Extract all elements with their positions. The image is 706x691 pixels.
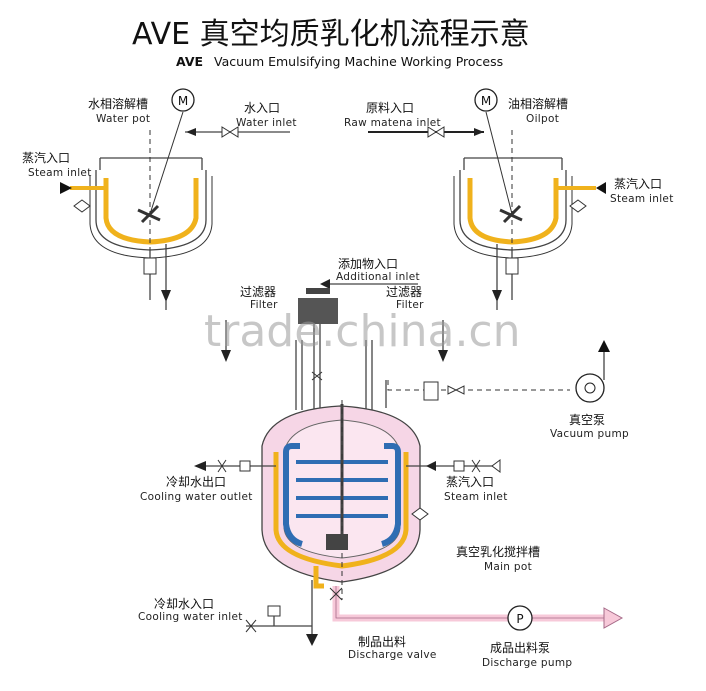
steam-inlet-right-label-en: Steam inlet	[610, 193, 674, 205]
cooling-outlet-arrow-icon	[194, 461, 206, 471]
discharge-valve-label-cn: 制品出料	[358, 635, 406, 649]
oil-pot-steam-arrow-icon	[596, 182, 606, 194]
water-inlet-arrow-icon	[186, 128, 196, 136]
main-pot-scraper-right	[381, 443, 401, 547]
discharge-valve-icon	[329, 587, 343, 601]
oil-pot-outlet-arrow-icon	[492, 290, 502, 302]
vacuum-valve-icon	[447, 385, 458, 395]
water-inlet: 水入口 Water inlet	[185, 101, 297, 138]
vacuum-pump-label-cn: 真空泵	[569, 413, 605, 427]
main-pot-homogenizer	[326, 534, 348, 550]
additional-inlet-funnel	[306, 288, 330, 294]
water-inlet-valve-icon	[221, 126, 231, 138]
discharge-line: P 制品出料 Discharge valve 成品出料泵 Discharge p…	[329, 586, 624, 669]
filter-left-arrow-icon	[221, 350, 231, 362]
filter-right-arrow-icon	[438, 350, 448, 362]
water-pot-motor-label: M	[178, 94, 188, 108]
oil-pot-motor-icon	[474, 88, 498, 112]
cooling-outlet: 冷却水出口 Cooling water outlet	[140, 459, 276, 503]
cooling-outlet-label-cn: 冷却水出口	[166, 475, 226, 489]
vacuum-pump-label-en: Vacuum pump	[550, 428, 629, 440]
additional-inlet-label-en: Additional inlet	[336, 271, 420, 283]
cooling-outlet-label-en: Cooling water outlet	[140, 491, 253, 503]
main-pot-label-en: Main pot	[484, 561, 532, 573]
oil-pot-label-en: Oilpot	[526, 113, 559, 125]
water-pot-impeller	[137, 204, 161, 224]
discharge-pipe	[332, 586, 606, 622]
oil-pot: M	[453, 88, 606, 302]
filter-right-label-en: Filter	[396, 299, 424, 311]
raw-inlet: 原料入口 Raw matena inlet	[344, 101, 484, 138]
cooling-inlet-label-cn: 冷却水入口	[154, 597, 214, 611]
filter-left-label-cn: 过滤器	[240, 285, 276, 299]
steam-inlet-main: 蒸汽入口 Steam inlet	[406, 459, 508, 503]
additional-inlet-label-cn: 添加物入口	[338, 257, 398, 271]
discharge-pump-label-en: Discharge pump	[482, 657, 572, 669]
oil-pot-gauge-icon	[569, 199, 587, 213]
cooling-inlet: 冷却水入口 Cooling water inlet	[138, 597, 318, 646]
water-pot: M	[60, 88, 213, 302]
raw-inlet-valve-icon	[427, 126, 437, 138]
raw-inlet-label-cn: 原料入口	[366, 101, 414, 115]
additional-inlet-hopper	[298, 298, 338, 324]
oil-pot-outer-shell	[459, 170, 567, 251]
water-pot-motor-icon	[171, 88, 195, 112]
subtitle-brand: AVE	[176, 54, 203, 69]
water-inlet-label-en: Water inlet	[236, 117, 297, 129]
water-pot-label-en: Water pot	[96, 113, 150, 125]
discharge-pump-symbol: P	[516, 612, 523, 626]
steam-inlet-left-label-en: Steam inlet	[28, 167, 92, 179]
steam-main-arrow-icon	[426, 461, 436, 471]
diagram-subtitle: Vacuum Emulsifying Machine Working Proce…	[214, 54, 503, 69]
feed-valve-icon	[311, 371, 323, 381]
main-pot	[261, 400, 429, 626]
water-pot-outlet-arrow-icon	[161, 290, 171, 302]
steam-inlet-right-label-cn: 蒸汽入口	[614, 176, 662, 191]
watermark: trade.china.cn	[204, 306, 521, 357]
water-pot-outlet-valve	[143, 257, 157, 275]
water-inlet-label-cn: 水入口	[244, 101, 280, 115]
water-pot-gauge-icon	[73, 199, 91, 213]
main-pot-scraper-left	[283, 443, 303, 547]
filter-right-label-cn: 过滤器	[386, 285, 422, 299]
water-pot-steam-arrow-icon	[60, 182, 72, 194]
diagram-title: AVE 真空均质乳化机流程示意	[132, 17, 530, 52]
steam-inlet-main-label-cn: 蒸汽入口	[446, 474, 494, 489]
vacuum-line: 真空泵 Vacuum pump	[387, 340, 629, 440]
cooling-outlet-valve-icon	[217, 459, 227, 473]
oil-pot-jacket	[467, 178, 559, 245]
water-pot-label-cn: 水相溶解槽	[88, 96, 148, 111]
raw-inlet-label-en: Raw matena inlet	[344, 117, 441, 129]
filter-left-label-en: Filter	[250, 299, 278, 311]
discharge-pump-icon	[507, 605, 533, 631]
oil-pot-outlet-valve	[505, 257, 519, 275]
vacuum-exhaust-arrow-icon	[598, 340, 610, 352]
additional-inlet-arrow-icon	[320, 279, 330, 289]
raw-inlet-arrow-icon	[474, 128, 484, 136]
additional-inlet: 添加物入口 Additional inlet	[306, 257, 420, 294]
oil-pot-motor-label: M	[481, 94, 491, 108]
water-pot-shaft	[149, 111, 184, 215]
discharge-valve-label-en: Discharge valve	[348, 649, 437, 661]
cooling-inlet-valve-icon	[245, 619, 257, 633]
steam-inlet-left-label-cn: 蒸汽入口	[22, 150, 70, 165]
cooling-inlet-arrow-icon	[306, 634, 318, 646]
steam-inlet-main-label-en: Steam inlet	[444, 491, 508, 503]
steam-main-valve-icon	[471, 459, 481, 473]
vacuum-pump-icon	[575, 373, 605, 403]
oil-pot-label-cn: 油相溶解槽	[508, 96, 568, 111]
oil-pot-shaft	[485, 111, 513, 215]
vacuum-filter-icon	[423, 381, 439, 401]
main-pot-label-cn: 真空乳化搅拌槽	[456, 544, 540, 559]
discharge-arrow-icon	[603, 607, 624, 629]
main-pot-gauge-icon	[411, 507, 429, 521]
cooling-inlet-label-en: Cooling water inlet	[138, 611, 243, 623]
discharge-pump-label-cn: 成品出料泵	[490, 641, 550, 655]
